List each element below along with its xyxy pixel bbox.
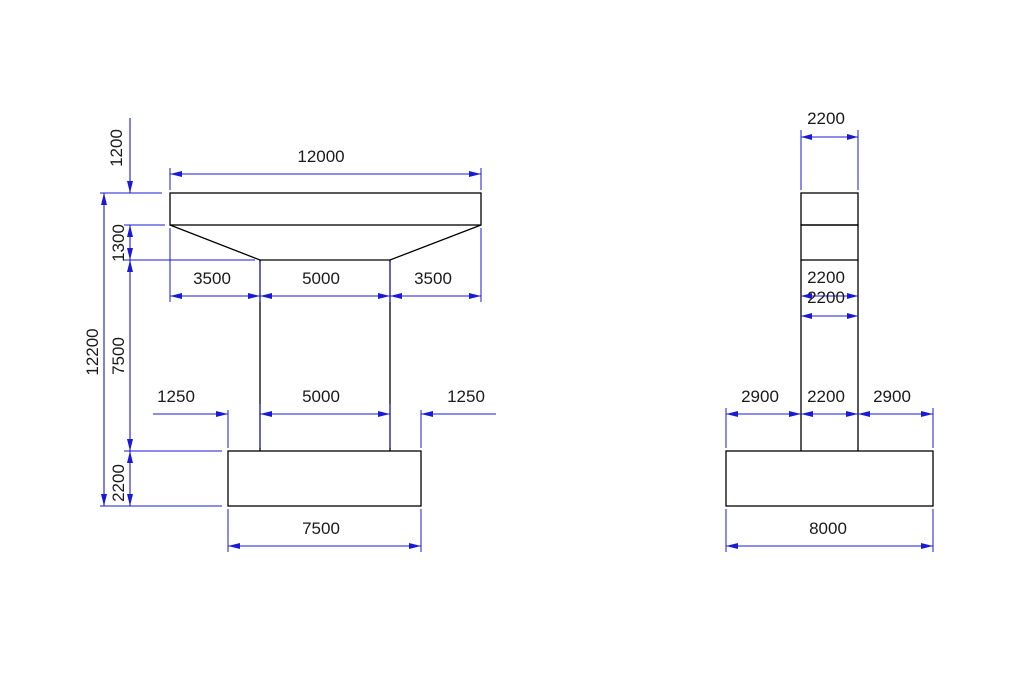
side-cap-top	[800, 192, 859, 226]
dim-side-footing-width: 8000	[725, 509, 934, 552]
dim-vertical-front: 1200 12200 1300 7500 2200	[83, 118, 255, 507]
label-side-column-thickness-bottom: 2200	[807, 387, 845, 406]
label-side-footing-left-offset: 2900	[741, 387, 779, 406]
label-footing-left-offset: 1250	[157, 387, 195, 406]
dim-footing-width: 7500	[227, 509, 422, 552]
front-cap-slab	[169, 192, 482, 226]
label-side-footing-right-offset: 2900	[873, 387, 911, 406]
label-side-column-thickness-a: 2200	[807, 268, 845, 287]
label-total-height: 12200	[83, 328, 102, 375]
side-cap-haunch	[800, 224, 859, 261]
label-column-height: 7500	[109, 337, 128, 375]
label-side-column-thickness-b: 2200	[807, 288, 845, 307]
label-cap-taper-height: 1300	[109, 224, 128, 262]
dim-side-column-mid: 2200 2200	[801, 268, 858, 319]
label-column-width-bottom: 5000	[302, 387, 340, 406]
label-cap-right-overhang: 3500	[414, 269, 452, 288]
label-cap-left-overhang: 3500	[193, 269, 231, 288]
label-side-cap-thickness: 2200	[807, 109, 845, 128]
front-cap-haunch	[169, 224, 482, 261]
side-footing	[725, 450, 934, 507]
label-height-top-above: 1200	[107, 129, 126, 167]
label-side-footing-width: 8000	[809, 519, 847, 538]
label-column-width-top: 5000	[302, 269, 340, 288]
dim-side-footing-offsets: 2900 2200 2900	[725, 387, 934, 448]
dim-footing-offsets: 1250 5000 1250	[153, 387, 496, 448]
label-footing-right-offset: 1250	[447, 387, 485, 406]
side-view	[725, 192, 934, 507]
dim-side-cap: 2200	[800, 109, 859, 190]
dim-cap-width: 12000	[169, 147, 482, 190]
dim-cap-segments: 3500 5000 3500	[169, 228, 482, 302]
label-footing-width: 7500	[302, 519, 340, 538]
label-cap-width: 12000	[297, 147, 344, 166]
label-footing-height: 2200	[109, 464, 128, 502]
front-view	[169, 192, 482, 507]
front-footing	[227, 450, 422, 507]
